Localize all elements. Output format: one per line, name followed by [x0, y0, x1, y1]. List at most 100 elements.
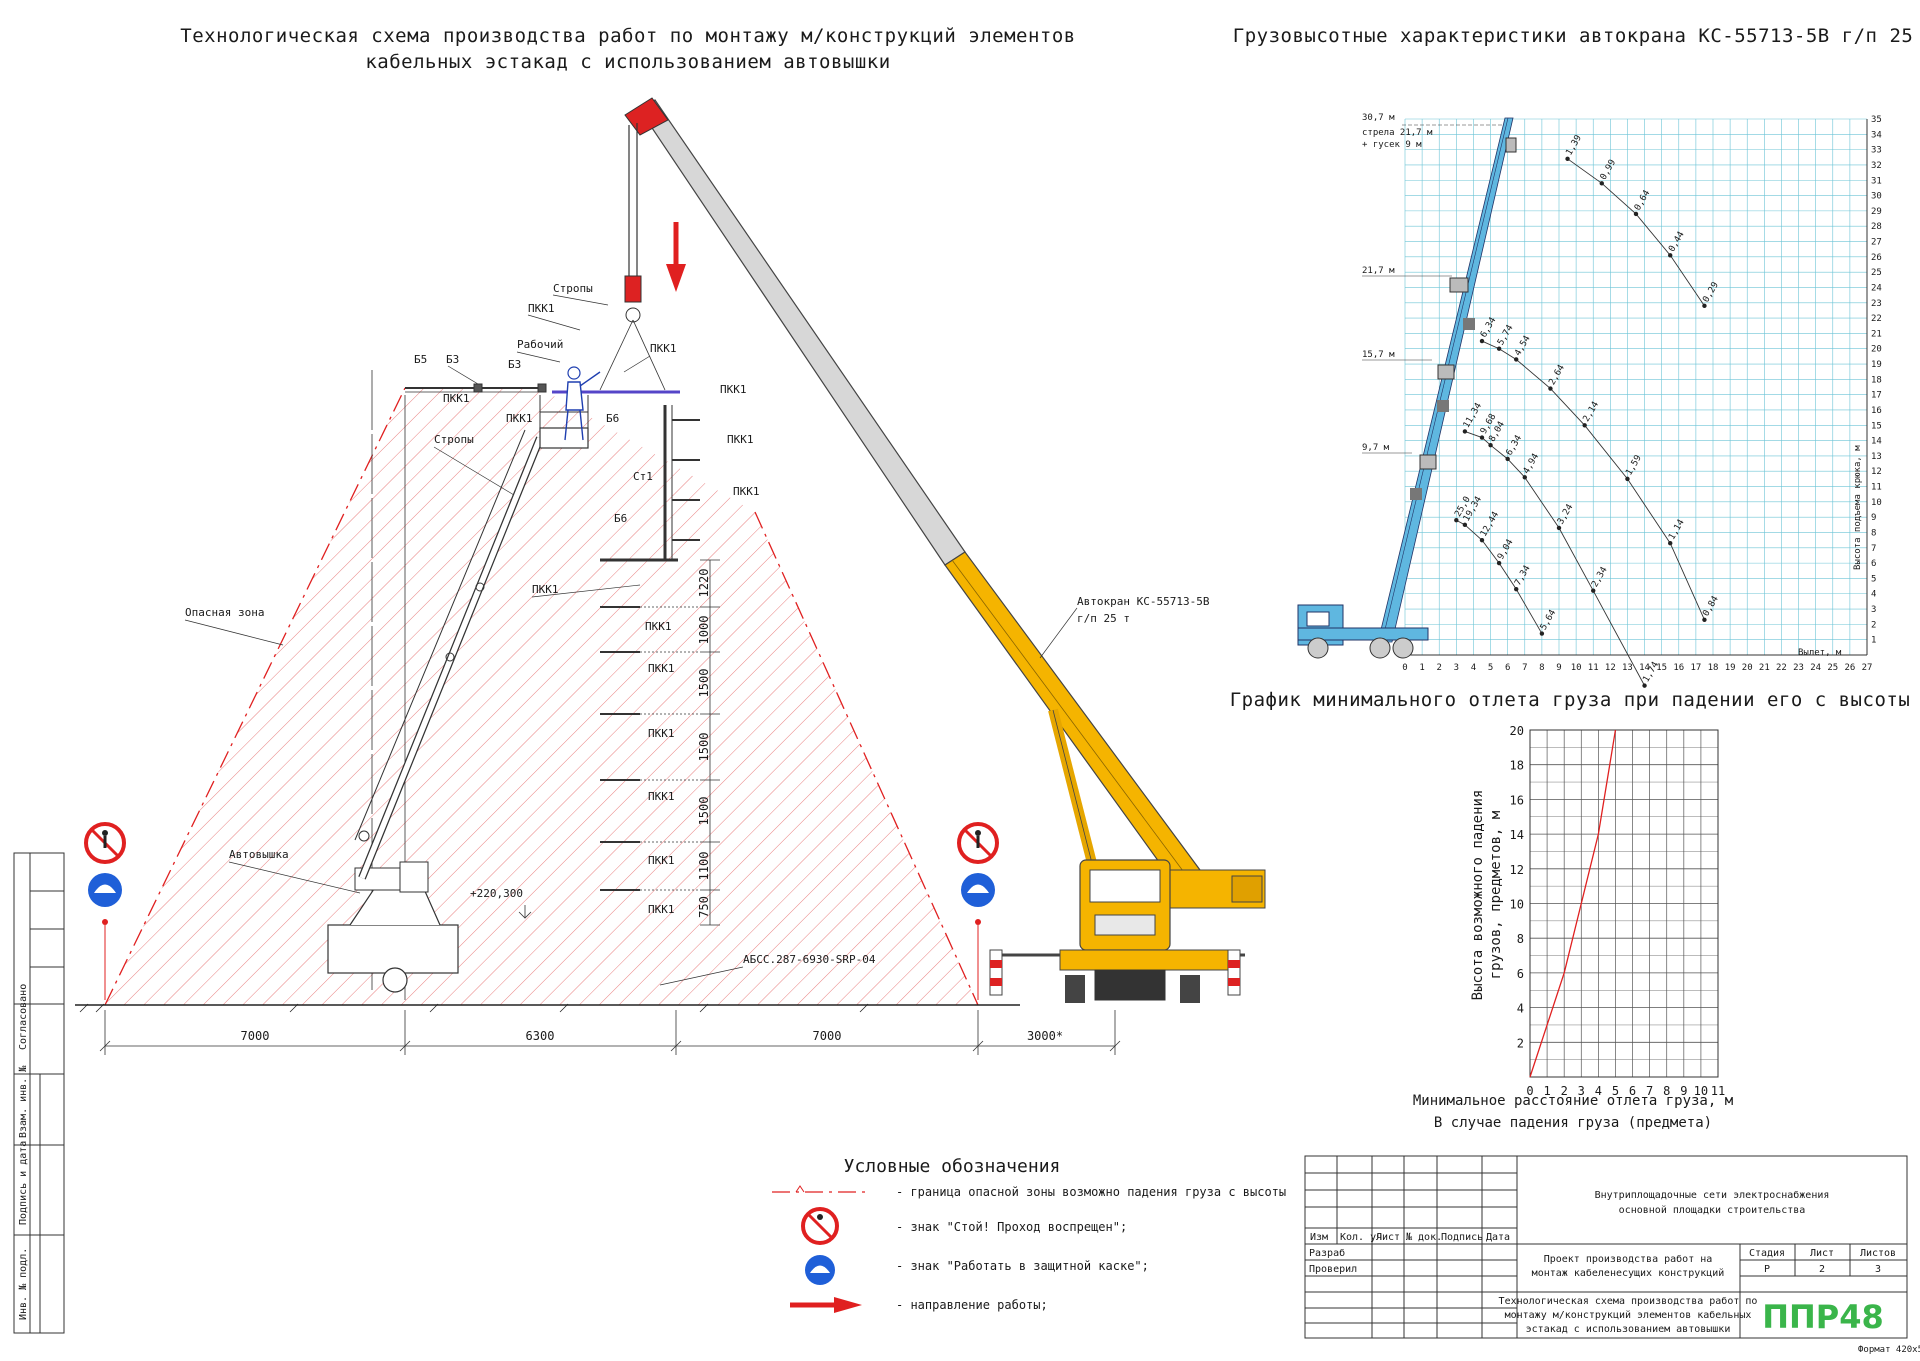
crane-x-tick: 15	[1656, 663, 1667, 673]
crane-boom-drawing	[1297, 117, 1517, 659]
crane-series-label: 1,39	[1564, 134, 1584, 158]
crane-series-point	[1479, 338, 1485, 344]
svg-text:эстакад с использованием автов: эстакад с использованием автовышки	[1526, 1324, 1731, 1335]
crane-y-tick: 22	[1871, 314, 1882, 324]
crane-series-point	[1496, 560, 1502, 566]
side-stamp-inv: Инв. № подл.	[18, 1248, 29, 1320]
title-block-text: Внутриплощадочные сети электроснабжения …	[1309, 1189, 1920, 1355]
drift-chart-grid	[1529, 729, 1719, 1078]
crane-chart-series: 1,390,990,640,440,296,345,744,542,642,14…	[1453, 134, 1721, 688]
crane-series-point	[1539, 631, 1545, 636]
crane-series-point	[1702, 303, 1707, 309]
svg-text:Б5: Б5	[414, 353, 427, 366]
svg-text:Автовышка: Автовышка	[229, 848, 289, 861]
crane-x-tick: 20	[1742, 663, 1753, 673]
crane-series-label: 2,14	[1582, 400, 1602, 424]
drift-y-tick: 14	[1510, 828, 1524, 842]
work-direction-arrow	[666, 222, 686, 292]
drift-y-label-1: Высота возможного падения	[1470, 790, 1486, 1001]
svg-text:ПКК1: ПКК1	[648, 790, 675, 803]
crane-series-label: 1,14	[1667, 518, 1687, 542]
svg-text:ПКК1: ПКК1	[727, 433, 754, 446]
svg-text:Внутриплощадочные сети электро: Внутриплощадочные сети электроснабжения	[1595, 1189, 1830, 1201]
crane-x-tick: 19	[1725, 663, 1736, 673]
svg-text:+220,300: +220,300	[470, 887, 523, 900]
svg-text:монтаж кабеленесущих конструкц: монтаж кабеленесущих конструкций	[1532, 1267, 1725, 1279]
crane-y-tick: 5	[1871, 574, 1876, 584]
svg-text:ПКК1: ПКК1	[648, 727, 675, 740]
svg-text:№ док.: № док.	[1406, 1232, 1442, 1243]
svg-text:основной площадки строительств: основной площадки строительства	[1619, 1204, 1806, 1216]
crane-y-tick: 27	[1871, 238, 1882, 248]
drift-y-tick: 2	[1517, 1036, 1524, 1050]
crane-y-tick: 26	[1871, 253, 1882, 263]
crane-x-tick: 3	[1454, 663, 1459, 673]
crane-x-tick: 6	[1505, 663, 1510, 673]
svg-text:Изм: Изм	[1310, 1232, 1328, 1243]
svg-text:Б6: Б6	[606, 412, 619, 425]
drift-y-tick: 16	[1510, 793, 1524, 807]
crane-series-point	[1642, 683, 1647, 688]
crane-x-tick: 21	[1759, 663, 1770, 673]
crane-series-curve	[1456, 519, 1543, 634]
crane-series-label: 0,84	[1701, 594, 1721, 618]
crane-x-tick: 11	[1588, 663, 1599, 673]
drift-y-tick: 8	[1517, 932, 1524, 946]
svg-text:Б3: Б3	[446, 353, 459, 366]
scheme-title-line2: кабельных эстакад с использованием автов…	[365, 51, 890, 73]
crane-series-point	[1522, 475, 1527, 480]
crane-series-label: 2,64	[1547, 363, 1567, 387]
drift-x-tick: 6	[1629, 1084, 1636, 1098]
svg-text:АБСС.287-6930-SRP-04: АБСС.287-6930-SRP-04	[743, 953, 876, 966]
crane-series-label: 0,99	[1599, 158, 1619, 182]
side-stamp-signature: Подпись и дата	[18, 1141, 29, 1225]
crane-x-tick: 17	[1690, 663, 1701, 673]
svg-text:Дата: Дата	[1486, 1232, 1510, 1243]
structure-labels: Стропы ПКК1 Рабочий Б5 Б3 Б3 ПКК1 ПКК1 Б…	[228, 282, 876, 986]
svg-text:ПКК1: ПКК1	[645, 620, 672, 633]
crane-x-tick: 5	[1488, 663, 1493, 673]
crane-series-label: 7,34	[1513, 564, 1533, 588]
svg-text:Стропы: Стропы	[553, 282, 593, 295]
crane-series-point	[1599, 181, 1604, 186]
svg-text:Проект производства работ на: Проект производства работ на	[1544, 1253, 1713, 1265]
drift-y-label-2: грузов, предметов, м	[1488, 810, 1504, 979]
boom-label-stem: стрела 21,7 м	[1362, 128, 1433, 138]
crane-series-label: 11,34	[1462, 401, 1484, 429]
drift-y-tick: 6	[1517, 967, 1524, 981]
drift-x-tick: 2	[1561, 1084, 1568, 1098]
vertical-dimension-labels: 1220 1000 1500 1500 1500 1100 750	[697, 569, 711, 918]
drift-x-tick: 9	[1680, 1084, 1687, 1098]
crane-x-axis-label: Вылет, м	[1798, 648, 1842, 658]
horizontal-dimension-chain	[99, 1010, 1121, 1055]
crane-y-tick: 18	[1871, 375, 1882, 385]
svg-text:1500: 1500	[697, 797, 711, 826]
crane-series-point	[1514, 586, 1519, 592]
svg-text:1000: 1000	[697, 616, 711, 645]
crane-label-line2: г/п 25 т	[1077, 612, 1130, 625]
crane-y-tick: 15	[1871, 421, 1882, 431]
svg-text:ПКК1: ПКК1	[648, 903, 675, 916]
crane-series-point	[1668, 541, 1673, 546]
title-block	[1304, 1155, 1908, 1339]
danger-zone-label: Опасная зона	[185, 606, 264, 619]
drift-y-tick: 4	[1517, 1002, 1524, 1016]
svg-text:Р: Р	[1764, 1264, 1770, 1275]
crane-x-tick: 14	[1639, 663, 1650, 673]
crane-y-tick: 30	[1871, 192, 1882, 202]
svg-text:ПКК1: ПКК1	[528, 302, 555, 315]
danger-zone	[104, 387, 979, 1006]
drift-x-tick: 0	[1526, 1084, 1533, 1098]
svg-text:ПКК1: ПКК1	[648, 662, 675, 675]
crane-y-tick: 35	[1871, 115, 1882, 125]
svg-text:Проверил: Проверил	[1309, 1264, 1357, 1275]
side-stamp-agreed: Согласовано	[18, 984, 29, 1050]
crane-series-point	[1625, 476, 1630, 482]
legend-item-helmet-sign: - знак "Работать в защитной каске";	[896, 1259, 1149, 1273]
svg-text:Б6: Б6	[614, 512, 627, 525]
crane-y-tick: 33	[1871, 146, 1882, 156]
crane-y-tick: 14	[1871, 437, 1882, 447]
